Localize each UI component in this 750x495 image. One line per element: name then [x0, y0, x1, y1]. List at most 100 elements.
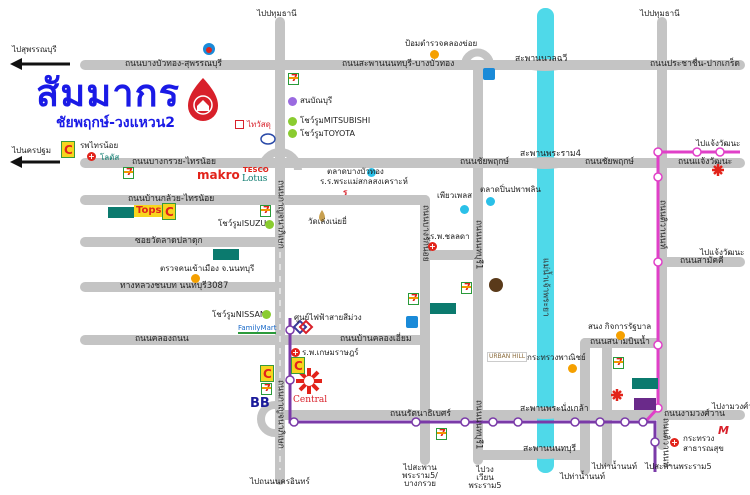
road-kanchanaphisek-south: ถนนกาญจนาภิเษก: [275, 380, 286, 449]
esso-icon: [260, 133, 276, 145]
bigc-icon: [162, 203, 176, 220]
mall-ngamwongwan-icon: M: [718, 424, 729, 437]
orange-dot-marker: [191, 274, 200, 283]
road-kanchanaphisek: ถนนกาญจนาภิเษก: [275, 180, 286, 249]
road-nonthaburi-bridge: สะพานนนทบุรี: [523, 444, 577, 454]
arrow-to-suphan-icon: [10, 58, 70, 70]
road-network: [80, 17, 745, 485]
green-dot-marker: [288, 117, 297, 126]
mall-logo-icon: [634, 398, 656, 410]
direction-pathum-right: ไปปทุมธานี: [640, 9, 680, 18]
seven-eleven-icon: [436, 428, 447, 440]
temple-icon: [319, 210, 325, 222]
road-rama4-bridge: สะพานพระราม4: [520, 149, 582, 159]
place-wat: วัดเล่งเน่ยยี่: [308, 217, 347, 226]
direction-rama5-bangkruai: ไปสะพานพระราม5/บางกรวย: [402, 463, 438, 488]
purple-line-logo-icon: [292, 319, 314, 335]
road-prachachuen: ถนนประชาชื่น-ปากเกร็ด: [650, 59, 740, 69]
direction-pier-1: ไปท่าน้ำนนท์: [560, 472, 606, 481]
river-label: แม่น้ำเจ้าพระยา: [540, 258, 551, 317]
bridges: [521, 59, 569, 459]
green-dot-marker: [262, 310, 271, 319]
place-kasemrad: ร.พ.เกษมราษฎร์: [302, 348, 359, 357]
purple-line-stations: [285, 325, 660, 447]
road-khlong-thanon: ถนนคลองถนน: [135, 334, 189, 344]
road-nuanchawi-bridge: สะพานนวลฉวี: [515, 54, 568, 64]
temple-seal-icon: [489, 278, 503, 292]
orange-dot-marker: [568, 364, 577, 373]
seven-eleven-icon: [408, 293, 419, 305]
direction-ngamwongwan: ไปงามวงศ์วาน: [712, 402, 750, 411]
place-commerce: กระทรวงพาณิชย์: [527, 353, 586, 362]
purple-line-route: [288, 318, 657, 472]
place-isuzu: โชว์รูมISUZU: [218, 219, 267, 228]
place-bangbuathong-market: ตลาดบางบัวทอง: [327, 167, 384, 176]
central-logo: Central: [293, 395, 328, 405]
place-police-box: ป้อมตำรวจคลองข่อย: [405, 39, 478, 48]
place-pure-place: เพียวเพลส: [437, 191, 472, 200]
chao-phraya-river: [537, 8, 554, 473]
ptt-station-icon: [203, 43, 215, 55]
police-box-marker: [430, 50, 439, 59]
tesco-logo: TESCO: [243, 166, 269, 174]
road-rural-3087: ทางหลวงชนบท นนทบุรี3087: [120, 281, 229, 291]
seven-eleven-icon: [288, 73, 299, 85]
lotus-logo: Lotus: [242, 174, 268, 184]
place-chonlada: ร.พ.ชลลดา: [430, 232, 470, 241]
page-subtitle: ชัยพฤกษ์-วงแหวน2: [56, 115, 176, 131]
road-chaengwattana: ถนนแจ้งวัฒนะ: [678, 157, 733, 167]
road-rattanathibet: ถนนรัตนาธิเบศร์: [390, 409, 451, 419]
road-nonthaburi1-south: ถนนนนทบุรี1: [473, 400, 484, 450]
place-nissan: โชว์รูมNISSAN: [212, 310, 266, 319]
orange-dot-marker: [616, 331, 625, 340]
central-logo-icon: [296, 368, 322, 394]
cyan-dot-marker: [460, 205, 469, 214]
place-mitsubishi: โชว์รูมMITSUBISHI: [300, 116, 371, 125]
direction-pathum-left: ไปปทุมธานี: [257, 9, 297, 18]
road-bangraknoi: ถนนบางรักน้อย: [420, 205, 431, 262]
tops-logo: Tops: [134, 205, 164, 217]
familymart-logo: FamilyMart: [238, 324, 277, 334]
bigc-icon: [61, 141, 75, 158]
roundabout: [258, 148, 302, 171]
road-nangklao-bridge: สะพานพระนั่งเกล้า: [520, 404, 589, 414]
direction-chaengwattana-1: ไปแจ้งวัฒนะ: [696, 139, 741, 148]
place-market-pin: ตลาดปิ่นปพาพลิน: [480, 185, 541, 194]
flyover: [461, 48, 494, 66]
lotus-express-icon: [632, 378, 658, 389]
hospital-icon: +: [87, 152, 96, 161]
green-dot-marker: [288, 129, 297, 138]
road-bangkruai-sainoi: ถนนบางกรวย-ไทรน้อย: [132, 157, 216, 167]
seven-eleven-icon: [261, 383, 272, 395]
direction-rama5-bridge: ไปสะพานพระราม5: [645, 462, 712, 471]
road-samakkhi: ถนนสามัคคี: [680, 256, 724, 266]
seven-eleven-icon: [123, 167, 134, 179]
road-chaiyaphruek-2: ถนนชัยพฤกษ์: [585, 157, 635, 167]
central-small-logo-icon: [611, 389, 623, 401]
road-sanambinnam: ถนนสนามบินน้ำ: [590, 337, 650, 347]
bank-logo-icon: [406, 316, 418, 328]
urban-hill-logo: URBAN HILL: [487, 352, 528, 362]
lotus-express-icon: [108, 207, 134, 218]
place-lotus-sainoi: โลตัส: [100, 153, 120, 162]
road-tiwanon: ถนนติวานนท์: [657, 200, 668, 250]
thaiwatsadu-icon: [235, 120, 244, 129]
road-soi-lat-pla-duk: ซอยวัดลาดปลาดุก: [135, 236, 203, 246]
road-ngamwongwan: ถนนงามวงศ์วาน: [664, 409, 725, 419]
direction-pier-2: ไปท่าน้ำนนท์: [592, 462, 638, 471]
direction-nakhon-in: ไปถนนนครอินทร์: [250, 477, 310, 486]
road-bangbuathong-suphan: ถนนบางบัวทอง-สุพรรณบุรี: [125, 59, 222, 69]
hospital-icon: +: [291, 348, 300, 357]
direction-rama5-circle: ไปวงเวียนพระราม5: [468, 465, 502, 490]
school-icon: ร: [343, 188, 348, 197]
pink-line-route: [643, 150, 740, 424]
bb-logo: BB: [250, 396, 270, 411]
purple-dot-marker: [288, 97, 297, 106]
road-tiwanon-2: ถนนติวานนท์: [660, 418, 671, 468]
road-nonthaburi1: ถนนนนทบุรี1: [473, 220, 484, 270]
seven-eleven-icon: [260, 205, 271, 217]
place-immigration: ตรวจคนเข้าเมือง จ.นนทบุรี: [160, 264, 255, 273]
lotus-express-icon: [430, 303, 456, 314]
seven-eleven-icon: [613, 357, 624, 369]
